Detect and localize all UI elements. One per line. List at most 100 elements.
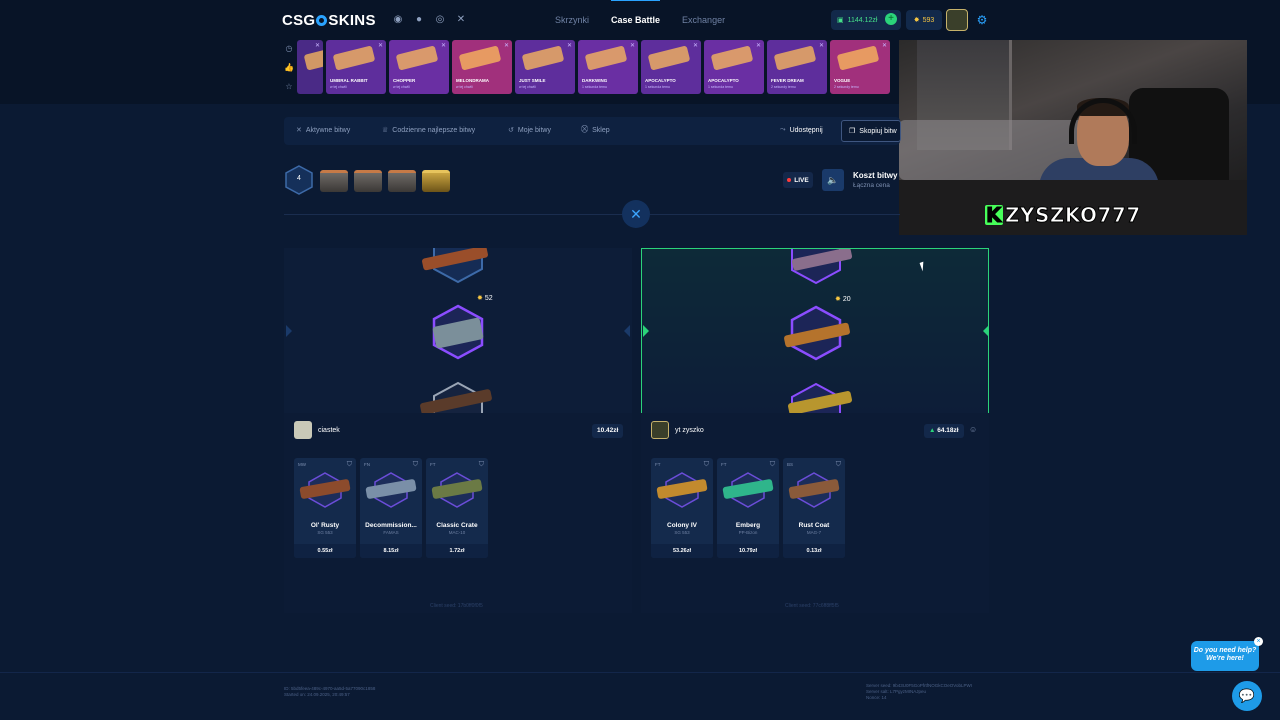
x-icon[interactable]: ✕ — [456, 14, 466, 25]
gear-icon[interactable]: ⚙ — [976, 13, 988, 27]
drop-weapon — [584, 45, 628, 71]
battle-cases — [320, 170, 450, 192]
sound-toggle-button[interactable]: 🔈 — [822, 169, 844, 191]
share-button[interactable]: ⤳Udostępnij — [780, 126, 823, 134]
case-2[interactable] — [354, 170, 382, 192]
player-name[interactable]: yt zyszko — [675, 427, 704, 434]
case-1[interactable] — [320, 170, 348, 192]
main-nav: Skrzynki Case Battle Exchanger — [555, 0, 726, 25]
drop-time: 1 sekunda temu — [708, 85, 733, 89]
drop-item[interactable]: ✕ — [297, 40, 323, 94]
deposit-plus-button[interactable]: + — [885, 13, 897, 25]
copy-battle-button[interactable]: ❐Skopiuj bitw — [841, 120, 901, 142]
instagram-icon[interactable]: ◎ — [435, 14, 445, 25]
balance-badge[interactable]: ▣1144.12zł — [831, 10, 901, 30]
help-bubble[interactable]: Do you need help? We're here! — [1191, 641, 1259, 671]
drop-name: FEVER DREAM — [771, 78, 804, 83]
social-links: ◉ ● ◎ ✕ — [392, 14, 467, 26]
nav-case-battle[interactable]: Case Battle — [611, 0, 661, 25]
drop-weapon — [303, 45, 323, 71]
coin-icon: ✸ — [913, 17, 920, 24]
chat-icon[interactable]: 💬 — [1232, 681, 1262, 711]
close-icon[interactable]: × — [1254, 637, 1263, 646]
close-icon: ✕ — [881, 43, 887, 49]
wallet-icon: ▣ — [837, 17, 844, 24]
facebook-icon[interactable]: ● — [415, 14, 423, 25]
item-name: Rust Coat — [798, 522, 830, 529]
tab-active-battles[interactable]: ✕Aktywne bitwy — [296, 126, 350, 135]
user-avatar[interactable] — [946, 9, 968, 31]
history-icon: ↺ — [508, 127, 514, 134]
drop-name: CHOPPER — [393, 78, 416, 83]
item-name: Emberg — [735, 522, 761, 529]
drop-weapon — [395, 45, 439, 71]
drop-name: VOGUE — [834, 78, 851, 83]
emoji-icon[interactable]: ☺ — [969, 425, 978, 434]
item-condition: FN — [364, 462, 370, 467]
item-price: 8.15zł — [360, 544, 422, 558]
swords-icon: ✕ — [296, 127, 302, 134]
close-icon: ✕ — [629, 43, 635, 49]
thumbs-up-icon[interactable]: 👍 — [284, 63, 294, 72]
close-icon: ✕ — [755, 43, 761, 49]
tab-daily-best-label: Codzienne najlepsze bitwy — [392, 126, 476, 134]
clock-icon[interactable]: ◷ — [285, 44, 293, 53]
drops-filter: ◷ 👍 ☆ — [284, 44, 294, 92]
live-dot-icon — [787, 178, 792, 182]
tab-shop[interactable]: ⛒Sklep — [581, 126, 610, 134]
coin-reward-left-value: 52 — [484, 294, 493, 302]
drop-name: JUST SMILE — [519, 78, 546, 83]
webcam-desk — [899, 180, 1247, 235]
case-4[interactable] — [422, 170, 450, 192]
close-icon: ✕ — [440, 43, 446, 49]
avatar[interactable] — [294, 421, 312, 439]
case-3[interactable] — [388, 170, 416, 192]
close-icon: ✕ — [566, 43, 572, 49]
tab-daily-best[interactable]: ♕Codzienne najlepsze bitwy — [382, 126, 476, 135]
discord-icon[interactable]: ◉ — [393, 14, 403, 25]
close-icon: ✕ — [377, 43, 383, 49]
star-icon[interactable]: ☆ — [285, 82, 293, 91]
item-name: Decommission... — [365, 522, 417, 529]
server-seed: Server seed: 9b43U0F5GoPfrtfNOGkCOeOVobL… — [866, 683, 973, 688]
close-icon: ✕ — [692, 43, 698, 49]
shield-icon: ⛉ — [769, 461, 775, 468]
tab-my-battles[interactable]: ↺Moje bitwy — [508, 126, 551, 135]
nav-cases[interactable]: Skrzynki — [555, 15, 590, 25]
help-line-1: Do you need help? — [1193, 647, 1257, 654]
coins-badge[interactable]: ✸593 — [906, 10, 942, 30]
reel-marker-right-end — [983, 325, 989, 337]
avatar[interactable] — [651, 421, 669, 439]
webcam-headset — [1069, 98, 1137, 144]
shield-icon: ⛉ — [835, 461, 841, 468]
coin-reward-right-value: 20 — [842, 295, 851, 303]
player-name[interactable]: ciastek — [318, 427, 340, 434]
item-name: Colony IV — [667, 522, 697, 529]
coin-icon: ✸ — [477, 295, 483, 302]
nav-exchanger[interactable]: Exchanger — [682, 15, 726, 25]
share-label: Udostępnij — [789, 126, 823, 134]
item-weapon-type: SG 553 — [317, 530, 333, 535]
server-salt: Server salt: L7PgyzMINAJpeu — [866, 689, 927, 694]
item-name: Classic Crate — [436, 522, 478, 529]
shield-icon: ⛉ — [703, 461, 709, 468]
streamer-badge: K — [985, 203, 1003, 227]
item-condition: FT — [721, 462, 727, 467]
